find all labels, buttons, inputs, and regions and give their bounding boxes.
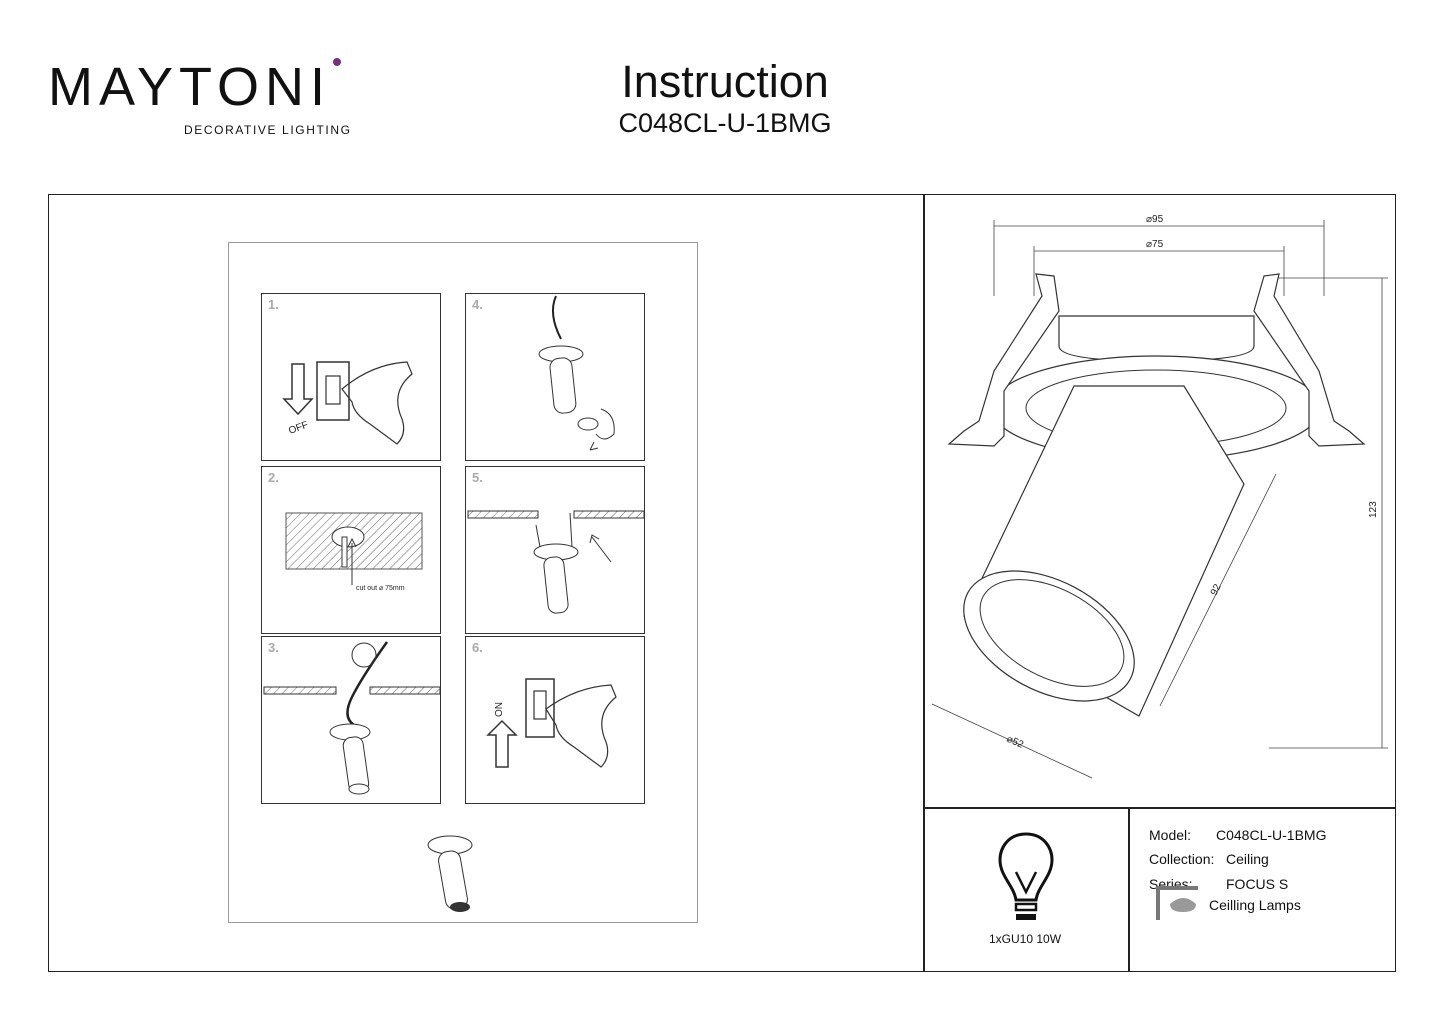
cutout-illustration: cut out ⌀ 75mm [285,512,423,592]
lamp-insert-illustration [538,295,615,451]
spec-category: Ceilling Lamps [1209,897,1301,913]
spec-model-value: C048CL-U-1BMG [1216,827,1327,843]
step-2: 2. cut out ⌀ 75mm [261,466,441,634]
step-2-label: cut out ⌀ 75mm [356,585,405,592]
bulb-icon [998,832,1054,920]
step-number: 5. [472,470,483,485]
step-4: 4. [465,293,645,461]
dim-inner: ⌀75 [1146,239,1164,250]
instruction-sheet [228,242,698,923]
dim-height: 123 [1368,501,1379,518]
brand-logo: MAYTONI [48,57,332,117]
divider-vertical [923,194,925,972]
step-number: 6. [472,640,483,655]
ceiling-lamp-icon [1156,886,1198,920]
divider-spec [1128,807,1130,972]
dim-outer: ⌀95 [1146,214,1164,225]
step-3: 3. [261,636,441,804]
wiring-illustration [263,641,441,795]
brand-tagline: DECORATIVE LIGHTING [184,123,352,137]
technical-drawing: ⌀95 ⌀75 123 92 ⌀52 [931,214,1388,779]
page-title: Instruction [621,56,829,107]
switch-off-illustration: OFF [282,361,413,445]
step-1-label: OFF [287,420,310,437]
divider-horizontal [923,807,1396,809]
spec-collection-value: Ceiling [1226,851,1269,867]
step-number: 1. [268,297,279,312]
dim-head: ⌀52 [1005,734,1026,751]
step-6-label: ON [494,702,505,717]
bulb-label: 1xGU10 10W [988,932,1062,946]
switch-on-illustration: ON [486,678,617,768]
final-lamp-illustration [427,835,473,912]
step-number: 2. [268,470,279,485]
step-1: 1. OFF [261,293,441,461]
step-5: 5. [465,466,645,634]
dim-body: 92 [1209,582,1224,597]
brand-logo-dot [333,58,341,66]
spec-series-value: FOCUS S [1226,876,1289,892]
spec-collection-label: Collection: [1149,851,1215,867]
spec-model-label: Model: [1149,827,1192,843]
header-model: C048CL-U-1BMG [618,108,832,138]
mount-illustration [467,510,645,614]
main-frame [48,194,1396,972]
step-number: 4. [472,297,483,312]
step-number: 3. [268,640,279,655]
step-6: 6. ON [465,636,645,804]
